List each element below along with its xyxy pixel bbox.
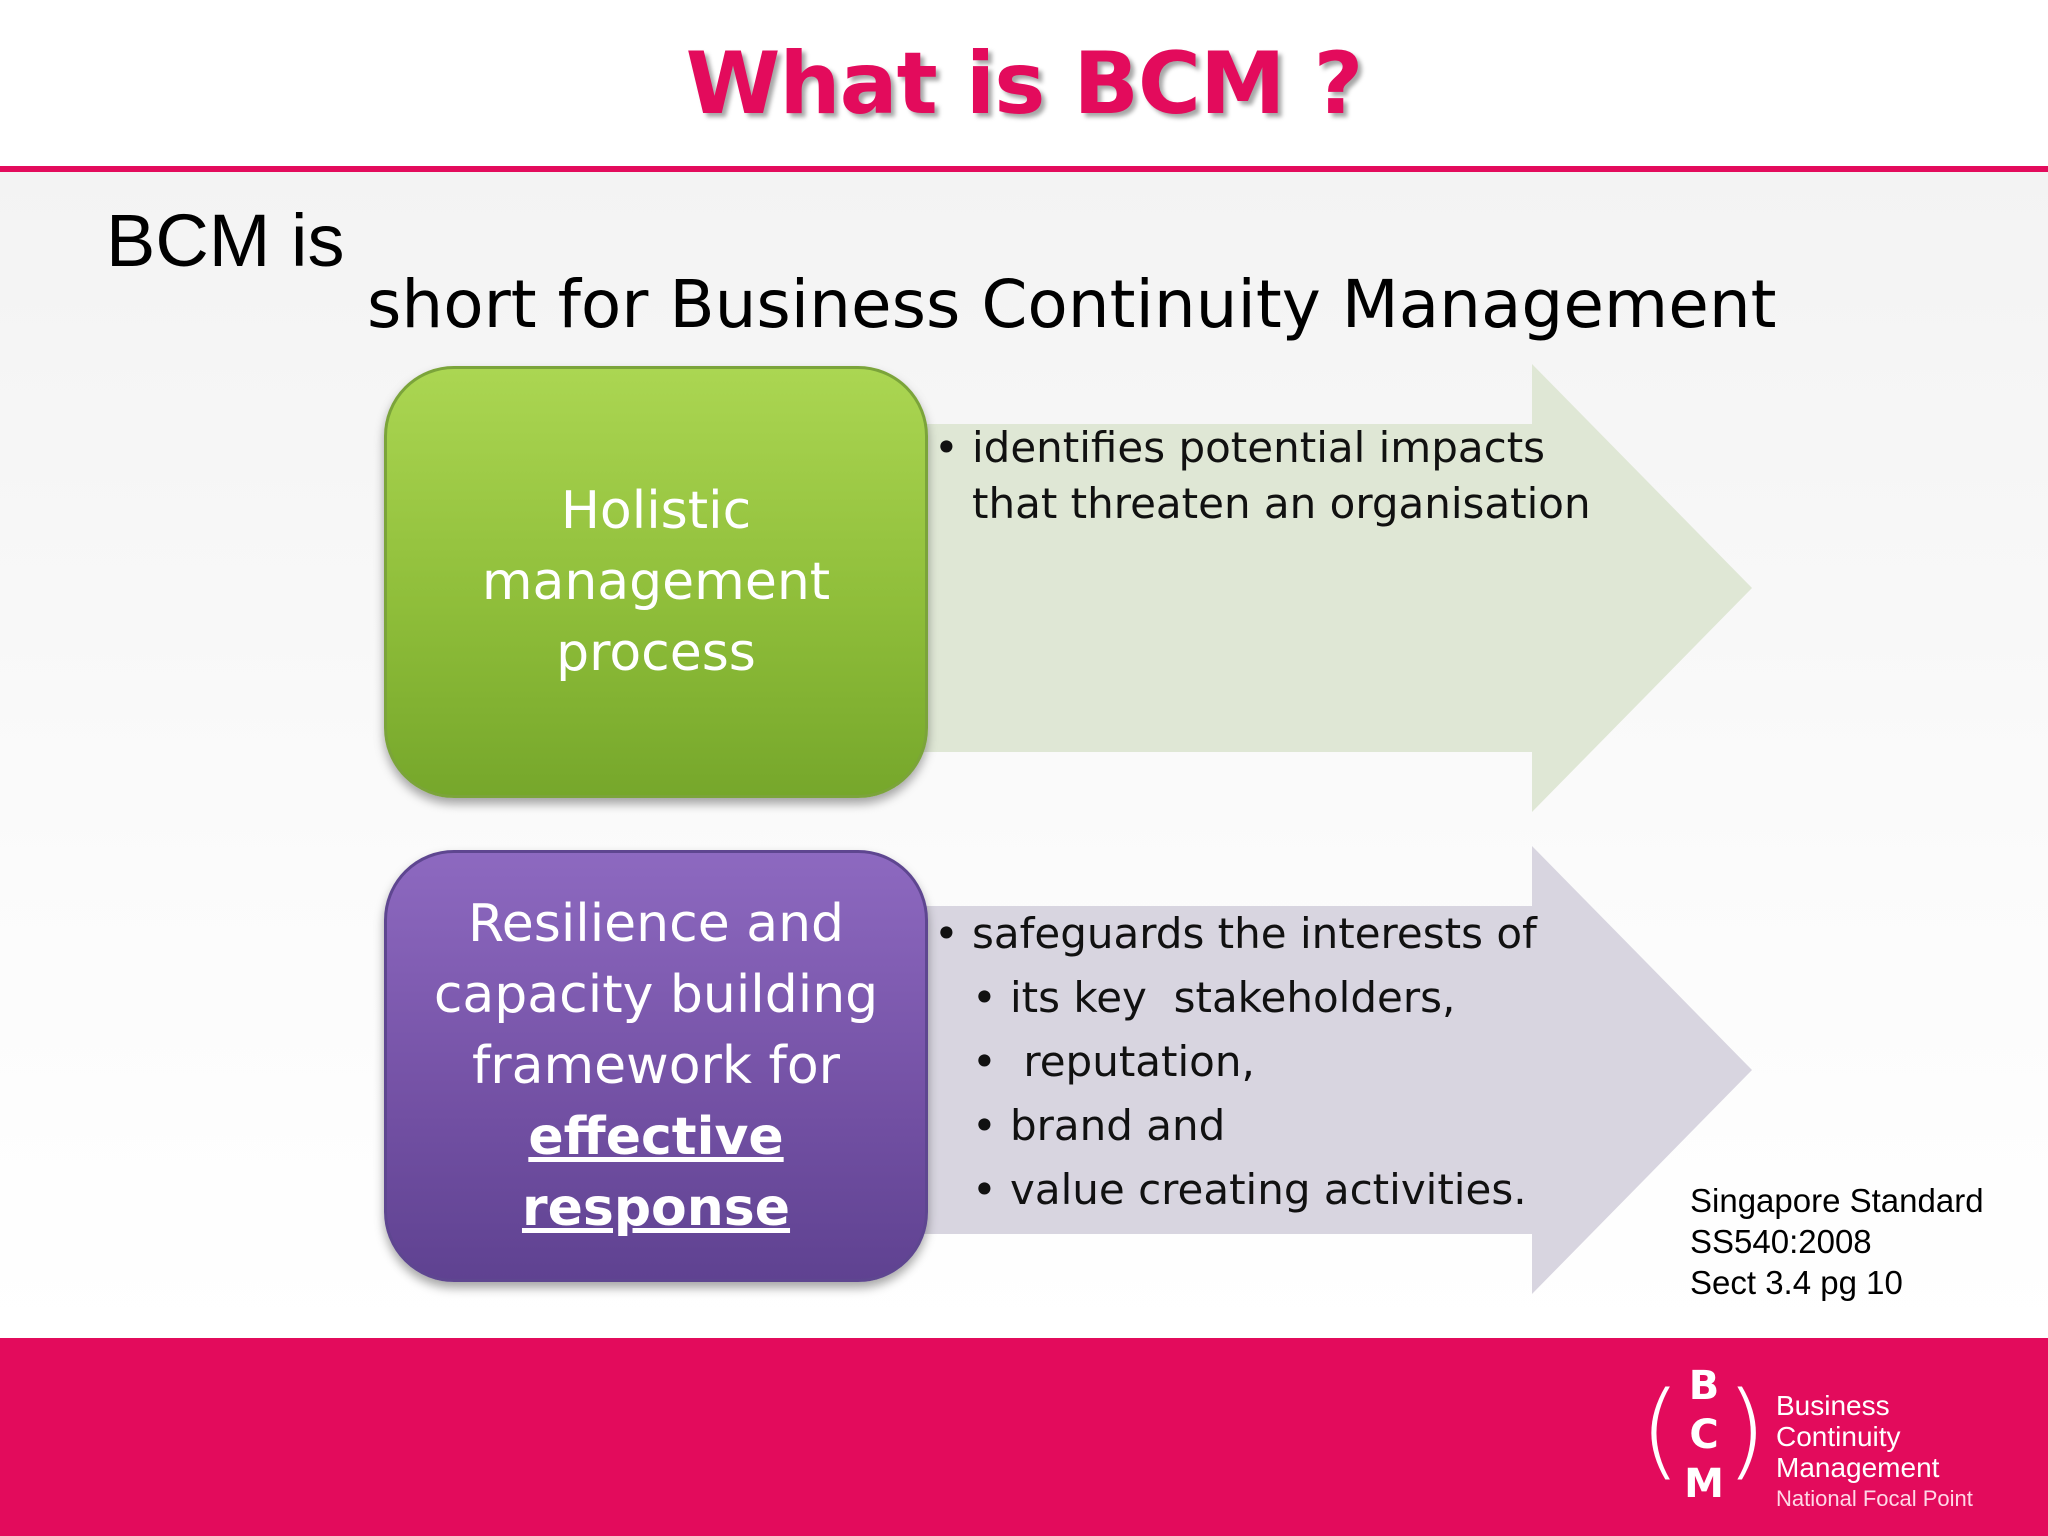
box-emphasis-line: effective — [528, 1106, 784, 1167]
bullet-icon: • — [972, 1037, 997, 1086]
bullet-text: that threaten an organisation — [972, 479, 1591, 528]
citation-line: Singapore Standard — [1690, 1182, 1984, 1219]
logo-line: Business — [1776, 1390, 1890, 1421]
purple-arrow-shape — [900, 846, 1752, 1294]
bullet-icon: • — [934, 909, 959, 958]
bullet-icon: • — [972, 973, 997, 1022]
bullet-item: • safeguards the interests of — [934, 902, 1537, 966]
standard-citation: Singapore Standard SS540:2008 Sect 3.4 p… — [1690, 1180, 1984, 1303]
logo-tagline: National Focal Point — [1776, 1486, 1973, 1511]
bullet-icon: • — [934, 423, 959, 472]
sub-bullet-list: • its key stakeholders, • reputation, • … — [934, 966, 1537, 1222]
bullet-icon: • — [972, 1165, 997, 1214]
holistic-process-box: Holistic management process — [384, 366, 928, 798]
sub-bullet-text: value creating activities. — [1010, 1165, 1527, 1214]
green-arrow-shape — [900, 364, 1752, 812]
sub-bullet-item: • reputation, — [934, 1030, 1537, 1094]
box-line: process — [556, 622, 756, 683]
lead-text: BCM is — [106, 199, 345, 282]
logo-letter: C — [1689, 1412, 1719, 1458]
bullet-item: • identifies potential impacts that thre… — [934, 420, 1591, 532]
box-line: framework for — [471, 1035, 841, 1096]
subtitle-text: short for Business Continuity Management — [367, 266, 1777, 343]
slide-title: What is BCM ? — [685, 34, 1364, 134]
logo-right-paren-icon: ) — [1726, 1369, 1767, 1491]
logo-line: Management — [1776, 1452, 1940, 1483]
box-line: capacity building — [433, 964, 879, 1025]
citation-line: SS540:2008 — [1690, 1223, 1872, 1260]
impacts-bullet-list: • identifies potential impacts that thre… — [934, 420, 1591, 532]
logo-letter: M — [1684, 1461, 1724, 1507]
citation-line: Sect 3.4 pg 10 — [1690, 1264, 1903, 1301]
sub-bullet-text: its key stakeholders, — [1010, 973, 1456, 1022]
resilience-framework-box: Resilience and capacity building framewo… — [384, 850, 928, 1282]
footer-band — [0, 1338, 2048, 1536]
bullet-text: identifies potential impacts — [972, 423, 1546, 472]
sub-bullet-item: • brand and — [934, 1094, 1537, 1158]
box-line: Holistic — [560, 480, 752, 541]
bullet-text: safeguards the interests of — [972, 909, 1537, 958]
box-line: Resilience and — [467, 893, 845, 954]
bullet-icon: • — [972, 1101, 997, 1150]
sub-bullet-text: brand and — [1010, 1101, 1226, 1150]
sub-bullet-item: • value creating activities. — [934, 1158, 1537, 1222]
sub-bullet-text: reputation, — [1010, 1037, 1255, 1086]
sub-bullet-item: • its key stakeholders, — [934, 966, 1537, 1030]
safeguards-bullet-list: • safeguards the interests of • its key … — [934, 902, 1537, 1222]
box-line: management — [481, 551, 831, 612]
bcm-logo-text: Business Continuity Management National … — [1776, 1390, 1973, 1514]
logo-line: Continuity — [1776, 1421, 1901, 1452]
bcm-logo-mark: B C M — [1684, 1362, 1724, 1509]
logo-letter: B — [1688, 1363, 1720, 1409]
logo-left-paren-icon: ( — [1640, 1369, 1681, 1491]
box-emphasis-line: response — [521, 1177, 791, 1238]
title-divider — [0, 166, 2048, 172]
